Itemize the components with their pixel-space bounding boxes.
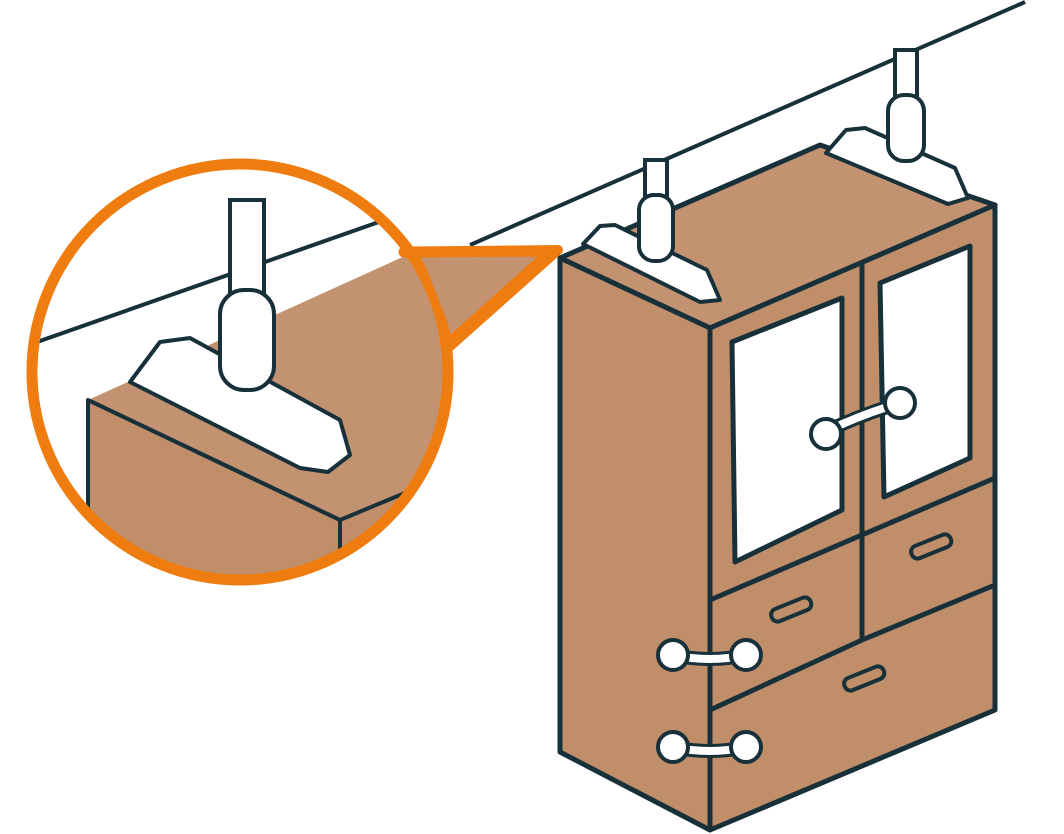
ceiling-brace-icon xyxy=(824,48,970,206)
drawer-handle-icon xyxy=(769,595,814,624)
ceiling-brace-pole-zoomed xyxy=(218,288,276,392)
door-handle-icon xyxy=(809,386,917,451)
child-lock-icon xyxy=(656,730,763,764)
ceiling-brace-foot-zoomed xyxy=(128,336,352,474)
child-lock-icon xyxy=(656,638,763,672)
glass-door-right xyxy=(877,243,973,500)
drawer-handle-icon xyxy=(909,532,954,561)
drawer-handle-icon xyxy=(842,664,887,693)
cabinet-icon xyxy=(557,142,998,833)
ceiling-line xyxy=(469,0,1026,247)
glass-door-left xyxy=(729,295,845,565)
ceiling-brace-icon xyxy=(581,158,722,304)
zoom-callout-icon xyxy=(26,158,563,586)
callout-ring xyxy=(26,158,454,586)
